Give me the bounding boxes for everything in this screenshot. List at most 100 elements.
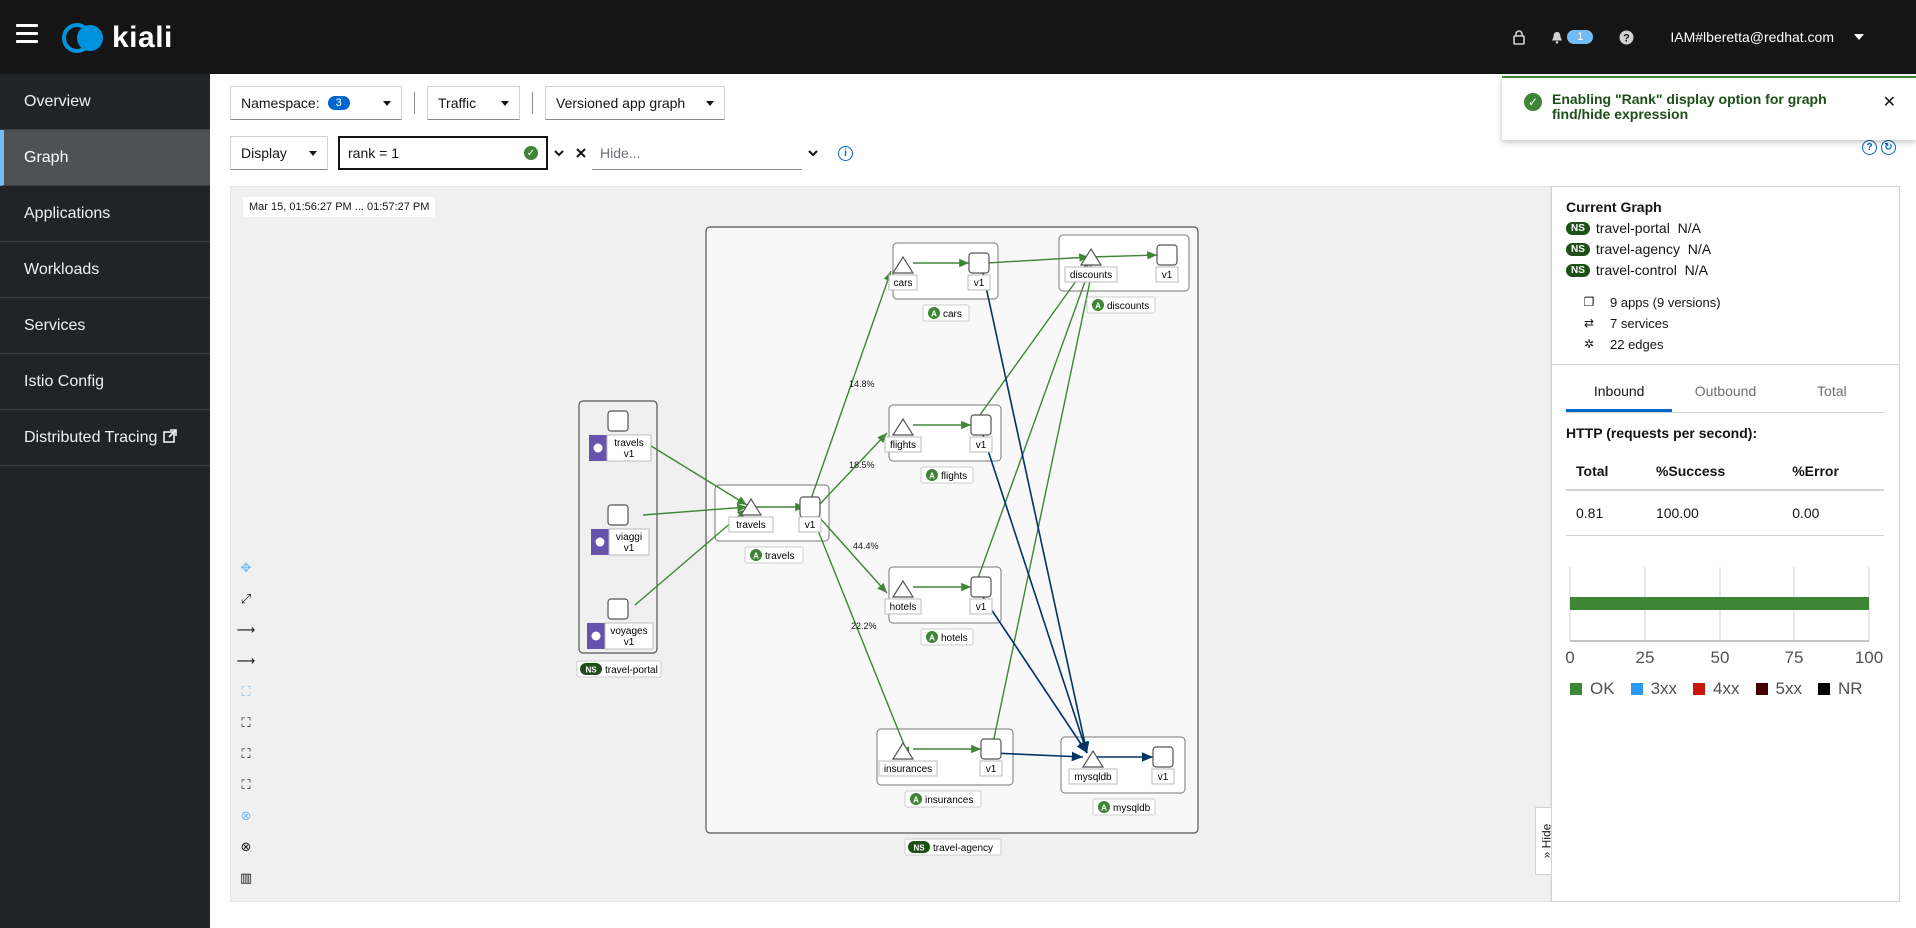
close-icon[interactable]: ✕: [1882, 94, 1896, 111]
ns-badge: NS: [1566, 263, 1590, 277]
tab-inbound[interactable]: Inbound: [1566, 375, 1673, 412]
notification-count-badge: 1: [1567, 30, 1594, 44]
app-badge-letter: A: [929, 472, 935, 481]
chevron-down-icon: [309, 150, 317, 156]
lock-icon[interactable]: [1513, 29, 1526, 45]
sidebar-item-applications[interactable]: Applications: [0, 186, 210, 242]
user-menu[interactable]: IAM#lberetta@redhat.com: [1670, 29, 1864, 45]
namespace-dropdown[interactable]: Namespace: 3: [230, 86, 402, 120]
masthead: kiali 1 ? IAM#lberetta@redhat.com: [0, 0, 1916, 74]
legend-map-icon[interactable]: ▥: [239, 869, 253, 885]
node-label: voyages: [610, 626, 647, 637]
ok-bar: [1570, 597, 1869, 610]
traffic-dropdown[interactable]: Traffic: [427, 86, 520, 120]
table-header: %Success: [1645, 455, 1783, 491]
app-badge-name: flights: [941, 471, 967, 482]
layout-alt-icon[interactable]: ⟶: [236, 652, 256, 668]
edge-label: 14.8%: [849, 379, 875, 389]
node-insurances: insurances v1: [878, 738, 1003, 777]
node-version: v1: [986, 764, 997, 775]
legend-item-ok: OK: [1570, 679, 1615, 699]
service-graph[interactable]: 14.8% 18.5% 44.4% 22.2% travels v1 viagg…: [231, 187, 1552, 903]
namespace-layout-icon[interactable]: ⊗: [240, 807, 252, 823]
graph-type-dropdown[interactable]: Versioned app graph: [545, 86, 725, 120]
sidebar-item-distributed-tracing[interactable]: Distributed Tracing: [0, 410, 210, 466]
refresh-icon[interactable]: ↻: [1881, 140, 1896, 155]
toast-message: Enabling "Rank" display option for graph…: [1552, 91, 1827, 122]
applications-icon: ❐: [1583, 295, 1595, 309]
edges-tcp: [982, 272, 1153, 762]
summary-apps: ❐9 apps (9 versions): [1583, 294, 1721, 310]
layout-cola-icon[interactable]: ⛶: [241, 745, 251, 761]
edge-label: 44.4%: [853, 541, 879, 551]
sidebar-item-overview[interactable]: Overview: [0, 74, 210, 130]
summary-divider: [1552, 364, 1899, 365]
find-dropdown-toggle[interactable]: [548, 136, 570, 170]
app-badge-letter: A: [929, 634, 935, 643]
namespace-box-travel-agency: [705, 226, 1199, 834]
ns-badge-letter: NS: [913, 844, 925, 853]
tab-outbound[interactable]: Outbound: [1694, 383, 1757, 399]
layout-grid-icon[interactable]: ⛶: [241, 776, 251, 792]
help-icon[interactable]: ?: [1862, 140, 1877, 155]
summary-edges: ✲22 edges: [1583, 336, 1664, 352]
chart-legend: OK 3xx 4xx 5xx NR: [1570, 679, 1879, 699]
notification-bell[interactable]: 1: [1551, 30, 1594, 44]
node-label: insurances: [884, 764, 932, 775]
layout-dagre-icon[interactable]: ⛶: [241, 683, 251, 699]
sidebar-item-graph[interactable]: Graph: [0, 130, 210, 186]
time-range-label: Mar 15, 01:56:27 PM ... 01:57:27 PM: [243, 197, 436, 217]
help-icon[interactable]: ?: [1619, 30, 1634, 45]
hide-dropdown-toggle[interactable]: [802, 136, 824, 170]
http-rate-table: Total %Success %Error 0.81 100.00 0.00: [1566, 455, 1884, 536]
namespace-count-badge: 3: [327, 96, 350, 110]
traffic-tabs: Inbound Outbound Total: [1566, 375, 1885, 413]
bell-icon: [1552, 31, 1563, 44]
hide-input[interactable]: Hide...: [592, 136, 802, 170]
namespace-layout-alt-icon[interactable]: ⊗: [240, 838, 252, 854]
node-version: v1: [1162, 270, 1173, 281]
graph-canvas[interactable]: Mar 15, 01:56:27 PM ... 01:57:27 PM: [230, 186, 1557, 903]
node-version: v1: [976, 602, 987, 613]
app-badge-name: hotels: [941, 633, 968, 644]
tab-total[interactable]: Total: [1817, 383, 1847, 399]
graph-help-icons: ? ↻: [1862, 140, 1900, 155]
chevron-down-icon: [808, 149, 818, 156]
display-dropdown[interactable]: Display: [230, 136, 328, 170]
kiali-logo-icon: [62, 23, 103, 53]
node-label: travels: [736, 520, 765, 531]
find-input[interactable]: rank = 1 ✓: [338, 136, 548, 170]
namespace-box-travel-portal: [578, 400, 658, 654]
table-row: 0.81 100.00 0.00: [1566, 490, 1884, 536]
node-voyages: voyages v1: [587, 598, 654, 650]
pan-zoom-icon[interactable]: ✥: [240, 559, 252, 575]
graph-toolbar-find: Display rank = 1 ✓ Hide... i: [230, 136, 853, 170]
clear-find-button[interactable]: [570, 136, 592, 170]
chevron-down-icon: [554, 149, 564, 156]
sidebar-item-services[interactable]: Services: [0, 298, 210, 354]
sidebar-item-label: Distributed Tracing: [24, 428, 158, 446]
summary-title: Current Graph: [1566, 199, 1662, 215]
hamburger-menu-icon[interactable]: [16, 24, 38, 46]
logo-text: kiali: [112, 21, 173, 54]
sidebar-item-workloads[interactable]: Workloads: [0, 242, 210, 298]
sidebar-item-istio-config[interactable]: Istio Config: [0, 354, 210, 410]
layout-default-icon[interactable]: ⟶: [236, 621, 256, 637]
fit-to-screen-icon[interactable]: ⤢: [240, 590, 252, 606]
node-version: v1: [624, 449, 635, 460]
info-icon[interactable]: i: [838, 145, 853, 161]
legend-item-nr: NR: [1817, 679, 1863, 699]
layout-cose-icon[interactable]: ⛶: [241, 714, 251, 730]
chevron-down-icon: [1854, 34, 1864, 40]
kiali-logo[interactable]: kiali: [62, 18, 173, 58]
check-circle-icon: ✓: [524, 146, 538, 160]
table-cell: 100.00: [1645, 490, 1783, 536]
tick-label: 25: [1636, 648, 1655, 667]
success-toast: ✓ Enabling "Rank" display option for gra…: [1502, 76, 1916, 140]
node-viaggi: viaggi v1: [591, 504, 650, 556]
http-rate-title: HTTP (requests per second):: [1566, 425, 1758, 441]
tick-label: 75: [1785, 648, 1804, 667]
svg-text:?: ?: [1624, 32, 1631, 44]
